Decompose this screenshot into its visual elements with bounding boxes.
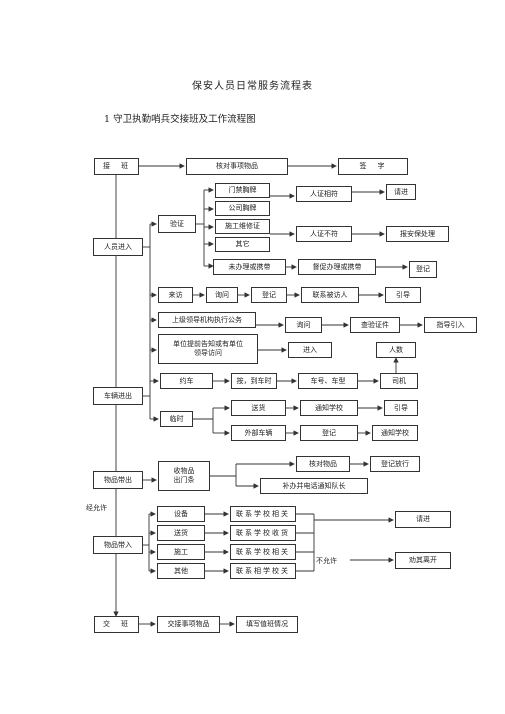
node-company-badge: 公司胸牌: [215, 201, 270, 216]
node-goods-in: 物品带入: [93, 536, 143, 554]
node-register-3: 登记: [300, 425, 358, 441]
node-inquire-1: 询问: [206, 287, 238, 303]
node-not-processed: 未办理或携带: [213, 259, 286, 275]
node-register-release: 登记放行: [370, 456, 420, 472]
node-shift-start: 接 班: [94, 158, 139, 175]
section-heading: 1 守卫执勤哨兵交接班及工作流程图: [104, 114, 256, 125]
node-visit: 来访: [158, 287, 193, 303]
node-plate-model: 车号、车型: [298, 373, 358, 389]
node-notify-school-2: 通知学校: [372, 425, 418, 441]
node-contact-school-3: 联系学校相关: [230, 544, 296, 560]
node-advise-leave: 劝其离开: [395, 552, 451, 569]
node-urge-process: 督促办理或携带: [298, 259, 376, 275]
node-access-badge: 门禁胸牌: [215, 183, 270, 198]
node-construction: 施工: [157, 544, 205, 560]
node-notify-school-1: 通知学校: [300, 400, 358, 416]
node-other-id: 其它: [215, 237, 270, 252]
node-check-items: 核对事项物品: [186, 158, 288, 175]
node-advance-notice: 单位提前告知或有单位 领导访问: [158, 334, 258, 364]
node-guide-in: 指导引入: [424, 317, 477, 333]
node-external-vehicle: 外部车辆: [231, 425, 286, 441]
node-check-docs: 查验证件: [350, 317, 400, 333]
node-delivery-2: 送货: [157, 525, 205, 541]
node-guide-2: 引导: [384, 400, 418, 416]
node-contact-school-2: 联系学校收货: [230, 525, 296, 541]
node-contact-host: 联系被访人: [301, 287, 359, 303]
node-official-duty: 上级领导机构执行公务: [158, 312, 256, 328]
node-fill-log: 填写值班情况: [236, 616, 298, 633]
node-register-2: 登记: [251, 287, 287, 303]
node-register-1: 登记: [409, 261, 437, 278]
node-please-enter-1: 请进: [386, 184, 416, 200]
node-construction-permit: 施工维修证: [215, 219, 270, 234]
node-report-security: 报安保处理: [386, 226, 449, 242]
node-goods-out: 物品带出: [93, 471, 143, 489]
node-equipment: 设备: [157, 506, 205, 522]
node-vehicle-access: 车辆进出: [93, 387, 143, 405]
node-id-match: 人证相符: [296, 186, 352, 202]
node-contact-school-1: 联系学校相关: [230, 506, 296, 522]
node-temporary: 临时: [160, 411, 193, 427]
node-exit-slip: 收物品 出门条: [158, 461, 210, 491]
node-headcount: 人数: [376, 342, 416, 358]
label-not-permitted: 不允许: [316, 557, 337, 565]
node-guide-1: 引导: [385, 287, 421, 303]
node-inquire-2: 询问: [285, 317, 322, 333]
node-driver: 司机: [380, 373, 418, 389]
node-handover-items: 交接事项物品: [157, 616, 220, 633]
node-id-mismatch: 人证不符: [296, 226, 352, 242]
node-enter: 进入: [288, 342, 332, 358]
node-check-goods: 核对物品: [296, 456, 350, 472]
node-reissue-notify: 补办并电话通知队长: [260, 478, 368, 494]
node-please-enter-2: 请进: [395, 511, 451, 528]
node-car-arrival: 按，到车时: [231, 373, 277, 389]
node-sign: 签 字: [338, 158, 408, 175]
node-delivery-1: 送货: [231, 400, 286, 416]
node-shift-end: 交 班: [94, 616, 139, 633]
node-personnel-entry: 人员进入: [93, 238, 143, 256]
node-verify: 验证: [158, 215, 196, 233]
page-title: 保安人员日常服务流程表: [192, 81, 313, 92]
node-contact-school-4: 联系相学校关: [230, 563, 296, 579]
node-scheduled-car: 约车: [160, 373, 213, 389]
label-permitted: 经允许: [86, 504, 107, 512]
node-other-goods: 其他: [157, 563, 205, 579]
